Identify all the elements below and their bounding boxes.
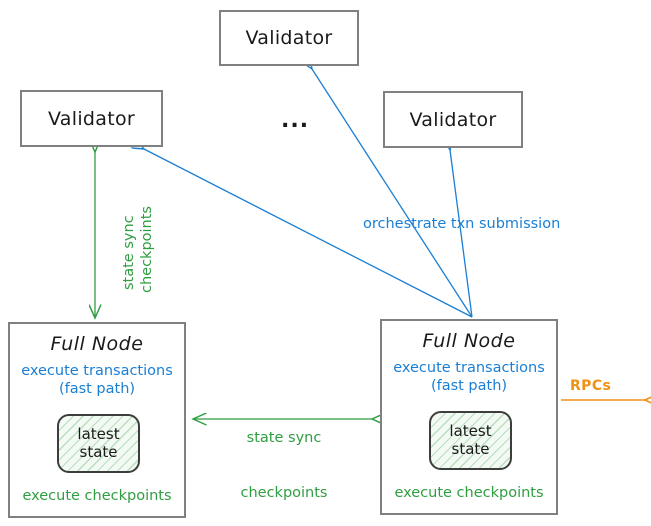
state-sync-vertical-line2: checkpoints: [139, 206, 155, 293]
fullnode-left-title: Full Node: [50, 333, 144, 355]
validator-top-label: Validator: [245, 27, 333, 49]
validator-left-label: Validator: [47, 107, 135, 130]
fullnode-left-box[interactable]: Full Node execute transactions (fast pat…: [8, 322, 186, 518]
fullnode-right-subtitle: execute transactions (fast path): [382, 359, 556, 395]
fullnode-right-subtitle-line1: execute transactions: [393, 360, 545, 376]
orchestrate-label: orchestrate txn submission: [363, 216, 561, 232]
fullnode-left-subtitle-line1: execute transactions: [21, 363, 173, 379]
validator-right-box[interactable]: Validator: [383, 91, 523, 148]
fullnode-left-subtitle: execute transactions (fast path): [10, 362, 184, 398]
fullnode-left-latest-state-box[interactable]: latest state: [57, 414, 140, 473]
edge-fullnode-to-validator-right: [450, 150, 473, 318]
state-sync-vertical-label-2: checkpoints: [100, 206, 194, 293]
fullnode-left-state-line1: latest: [77, 424, 120, 443]
fullnode-right-state-line2: state: [451, 439, 490, 458]
state-sync-horizontal-line2: checkpoints: [240, 484, 328, 501]
rpcs-label: RPCs: [570, 378, 612, 394]
state-sync-horizontal-line1: state sync: [246, 430, 322, 447]
fullnode-right-title: Full Node: [422, 330, 516, 352]
state-sync-horizontal-label: state sync checkpoints: [229, 393, 339, 526]
fullnode-left-state-line2: state: [79, 442, 118, 461]
fullnode-right-box[interactable]: Full Node execute transactions (fast pat…: [380, 319, 558, 515]
fullnode-right-state-line1: latest: [449, 421, 492, 440]
validator-right-label: Validator: [409, 108, 497, 131]
fullnode-left-subtitle-line2: (fast path): [58, 381, 136, 398]
fullnode-left-footer: execute checkpoints: [22, 488, 172, 504]
fullnode-right-subtitle-line2: (fast path): [430, 378, 508, 395]
fullnode-right-latest-state-box[interactable]: latest state: [429, 411, 512, 470]
validator-top-box[interactable]: Validator: [219, 10, 359, 66]
fullnode-right-footer: execute checkpoints: [394, 485, 544, 501]
validator-left-box[interactable]: Validator: [20, 90, 163, 147]
validators-ellipsis: ...: [281, 108, 310, 133]
